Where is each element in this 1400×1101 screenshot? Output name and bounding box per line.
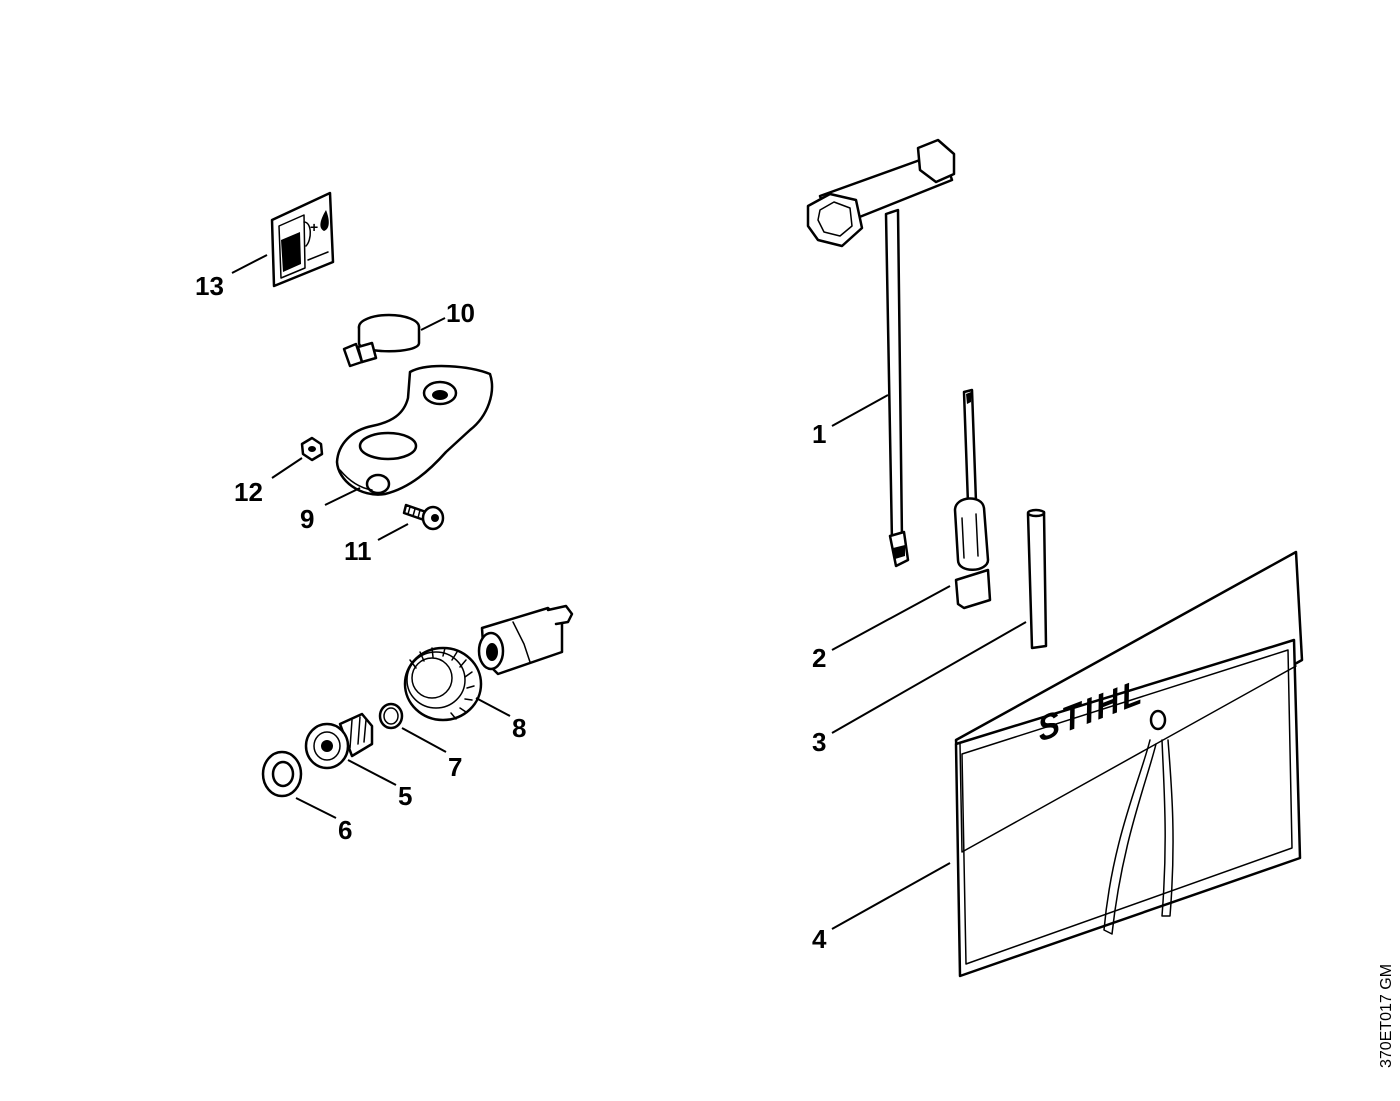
callout-7: 7 xyxy=(448,752,462,782)
callout-6: 6 xyxy=(338,815,352,845)
callout-2: 2 xyxy=(812,643,826,673)
washer-icon xyxy=(261,750,303,798)
callout-8: 8 xyxy=(512,713,526,743)
banjo-bolt-icon xyxy=(304,712,374,770)
callout-11: 11 xyxy=(344,536,372,566)
o-ring-icon xyxy=(378,702,404,730)
callout-4: 4 xyxy=(812,924,827,954)
callout-3: 3 xyxy=(812,727,826,757)
hex-nut-icon xyxy=(300,436,324,462)
tool-bag-icon: STIHL xyxy=(954,550,1304,978)
hose-clamp-icon xyxy=(342,313,421,368)
callout-13: 13 xyxy=(195,271,224,301)
pin-icon xyxy=(1026,508,1048,650)
socket-screw-icon xyxy=(402,503,445,531)
drawing-code: 370ET017 GM xyxy=(1378,964,1395,1068)
callout-1: 1 xyxy=(812,419,826,449)
screwdriver-icon xyxy=(953,388,992,610)
callout-5: 5 xyxy=(398,781,412,811)
svg-text:+: + xyxy=(310,219,318,235)
callout-12: 12 xyxy=(234,477,263,507)
adapter-fitting-icon xyxy=(477,604,574,676)
clamp-bracket-icon xyxy=(335,364,494,496)
combination-wrench-icon xyxy=(806,138,956,568)
callout-10: 10 xyxy=(446,298,475,328)
fuel-mix-label-icon: + xyxy=(270,191,335,288)
knurled-nut-icon xyxy=(403,646,483,722)
callout-9: 9 xyxy=(300,504,314,534)
